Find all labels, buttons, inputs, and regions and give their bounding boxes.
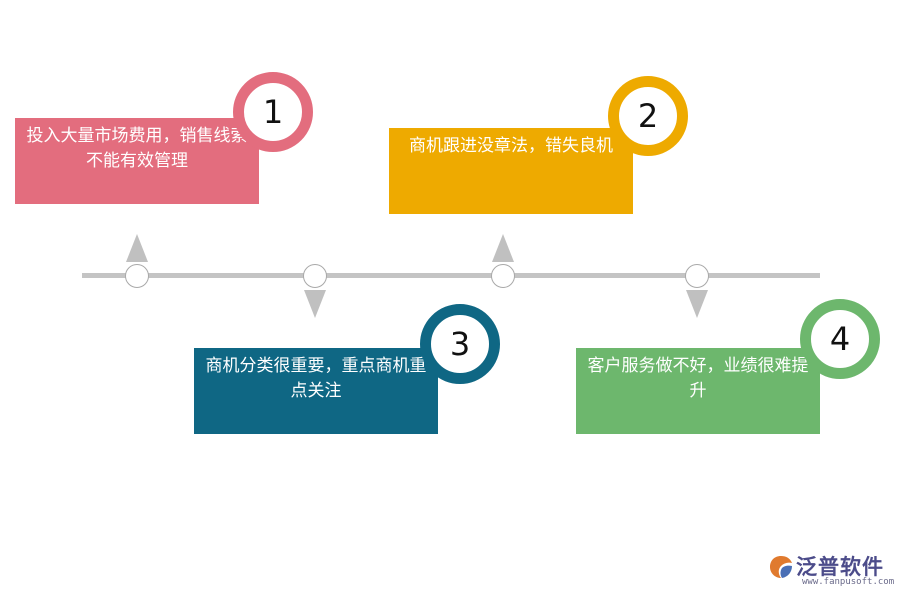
arrow-up-icon: [492, 234, 514, 262]
step-badge-3: 3: [420, 304, 500, 384]
logo-url: www.fanpusoft.com: [802, 577, 895, 587]
step-number-2: 2: [637, 97, 659, 135]
step-text-2: 商机跟进没章法，错失良机: [409, 136, 613, 156]
arrow-down-icon: [304, 290, 326, 318]
arrow-down-icon: [686, 290, 708, 318]
timeline-node-3: [303, 264, 327, 288]
step-text-4: 客户服务做不好，业绩很难提升: [587, 356, 809, 401]
step-card-3: 商机分类很重要，重点商机重点关注: [194, 348, 438, 434]
timeline-line: [82, 273, 820, 278]
step-card-4: 客户服务做不好，业绩很难提升: [576, 348, 820, 434]
timeline-node-2: [491, 264, 515, 288]
timeline-node-4: [685, 264, 709, 288]
logo-name: 泛普软件: [796, 555, 884, 579]
brand-logo: 泛普软件 www.fanpusoft.com: [768, 550, 895, 590]
step-badge-1: 1: [233, 72, 313, 152]
logo-icon: [770, 556, 792, 578]
step-text-1: 投入大量市场费用，销售线索不能有效管理: [26, 126, 248, 171]
arrow-up-icon: [126, 234, 148, 262]
step-number-4: 4: [829, 320, 851, 358]
step-card-1: 投入大量市场费用，销售线索不能有效管理: [15, 118, 259, 204]
step-number-1: 1: [262, 93, 284, 131]
step-number-3: 3: [449, 325, 471, 363]
step-badge-4: 4: [800, 299, 880, 379]
step-card-2: 商机跟进没章法，错失良机: [389, 128, 633, 214]
step-text-3: 商机分类很重要，重点商机重点关注: [205, 356, 427, 401]
timeline-node-1: [125, 264, 149, 288]
step-badge-2: 2: [608, 76, 688, 156]
